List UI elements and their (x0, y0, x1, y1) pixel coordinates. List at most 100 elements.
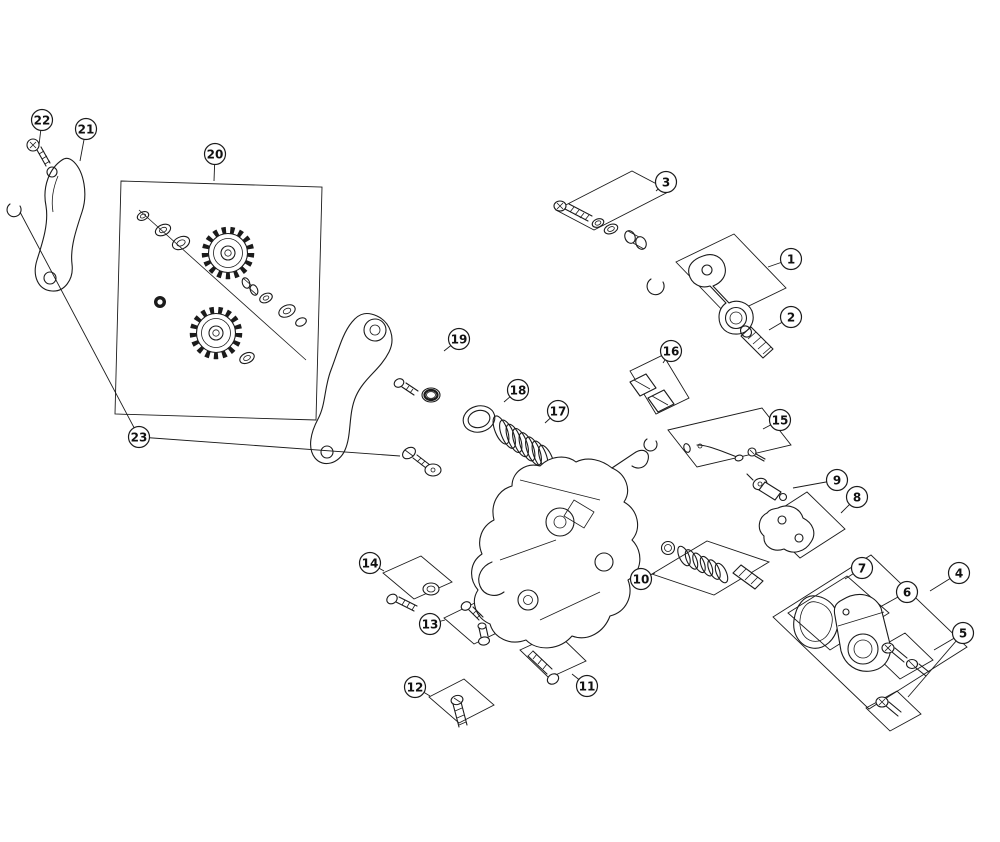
c-clip-icon (646, 278, 665, 296)
group-outline-4 (772, 554, 968, 710)
callout-19 (447, 327, 471, 351)
callout-13 (418, 612, 442, 636)
callout-21-number: 21 (78, 123, 95, 137)
callout-6 (895, 580, 919, 604)
callout-12-number: 12 (407, 681, 424, 695)
plate-bolt-22 (26, 138, 51, 167)
cup-washer (171, 235, 191, 251)
inner-cage-plate (310, 312, 393, 465)
callout-1 (779, 247, 803, 271)
group-outline-14 (382, 555, 453, 600)
pulley-wheel-lower (189, 306, 243, 360)
callout-8 (845, 485, 869, 509)
callout-12 (403, 675, 427, 699)
mount-bolt-group (553, 200, 647, 250)
callout-15 (768, 408, 792, 432)
callout-leader-23 (138, 436, 401, 457)
washer-ring (239, 351, 255, 365)
group-outline-7 (787, 575, 890, 651)
callout-11 (575, 674, 599, 698)
callout-19-number: 19 (451, 333, 468, 347)
callout-23-number: 23 (131, 431, 148, 445)
callout-8-number: 8 (853, 491, 861, 505)
pulley-assembly (136, 209, 307, 365)
callout-21 (74, 117, 98, 141)
cage-pivot-bolt (393, 378, 419, 396)
callout-3-number: 3 (662, 176, 670, 190)
cover-screws (875, 642, 930, 717)
pivot-cup-washer (421, 387, 441, 403)
o-ring-seal (462, 405, 496, 433)
callout-18 (506, 378, 530, 402)
callout-1-number: 1 (787, 253, 795, 267)
callout-7-number: 7 (858, 562, 866, 576)
washer-ring (259, 292, 273, 304)
callout-2-number: 2 (787, 311, 795, 325)
pulley-bushing (241, 277, 259, 296)
snap-clip-icon (6, 203, 22, 218)
callout-leader-23 (19, 211, 140, 438)
dust-seal (154, 296, 166, 308)
callout-22-number: 22 (34, 114, 51, 128)
washer-ring (154, 223, 172, 237)
cable-guide-blocks (629, 373, 675, 413)
callout-23 (127, 425, 151, 449)
tension-link (688, 254, 754, 335)
callout-16-number: 16 (663, 345, 680, 359)
cover-gasket (793, 595, 839, 649)
stop-screws-13 (460, 601, 491, 646)
callout-10 (629, 567, 653, 591)
b-adjust-assembly (746, 473, 788, 502)
callout-14 (358, 551, 382, 575)
callout-9 (825, 468, 849, 492)
callout-16 (659, 339, 683, 363)
washer-ring (136, 211, 150, 221)
group-outline-1 (675, 233, 787, 317)
link-screw-2 (739, 325, 774, 359)
callout-17 (546, 399, 570, 423)
callout-17-number: 17 (550, 405, 567, 419)
callout-20 (203, 142, 227, 166)
group-outline-3 (555, 170, 671, 231)
pulley-wheel-upper (201, 226, 255, 280)
cable-fixing-parts (683, 443, 766, 462)
outer-cage-plate (34, 157, 86, 292)
washer-ring (278, 304, 296, 318)
callout-13-number: 13 (422, 618, 439, 632)
body-cover-cap (833, 593, 891, 672)
group-outline-10 (650, 540, 771, 596)
mount-bolt-14 (386, 582, 440, 612)
callout-7 (850, 556, 874, 580)
bracket-plate (758, 505, 815, 553)
derailleur-body (471, 438, 658, 649)
callout-5 (951, 621, 975, 645)
callout-20-number: 20 (207, 148, 224, 162)
callout-22 (30, 108, 54, 132)
cage-bolt-11 (527, 650, 560, 685)
callout-5-number: 5 (959, 627, 967, 641)
group-outline-16 (629, 354, 690, 415)
callout-11-number: 11 (579, 680, 596, 694)
callout-leader-5 (907, 632, 964, 698)
group-outline-5a (871, 632, 934, 680)
callout-4-number: 4 (955, 567, 963, 581)
callout-10-number: 10 (633, 573, 650, 587)
group-outline-15 (667, 407, 792, 468)
callout-9-number: 9 (833, 474, 841, 488)
adjust-bolt-12 (450, 694, 468, 728)
cage-stopper-screw (402, 446, 442, 477)
callout-15-number: 15 (772, 414, 789, 428)
callout-18-number: 18 (510, 384, 527, 398)
callout-3 (654, 170, 678, 194)
group-outline-20 (114, 180, 323, 421)
callout-6-number: 6 (903, 586, 911, 600)
callout-14-number: 14 (362, 557, 379, 571)
return-spring-group (660, 540, 764, 590)
callout-2 (779, 305, 803, 329)
group-outline-12 (428, 678, 495, 724)
group-outline-5b (865, 690, 922, 732)
washer-ring (295, 317, 307, 327)
